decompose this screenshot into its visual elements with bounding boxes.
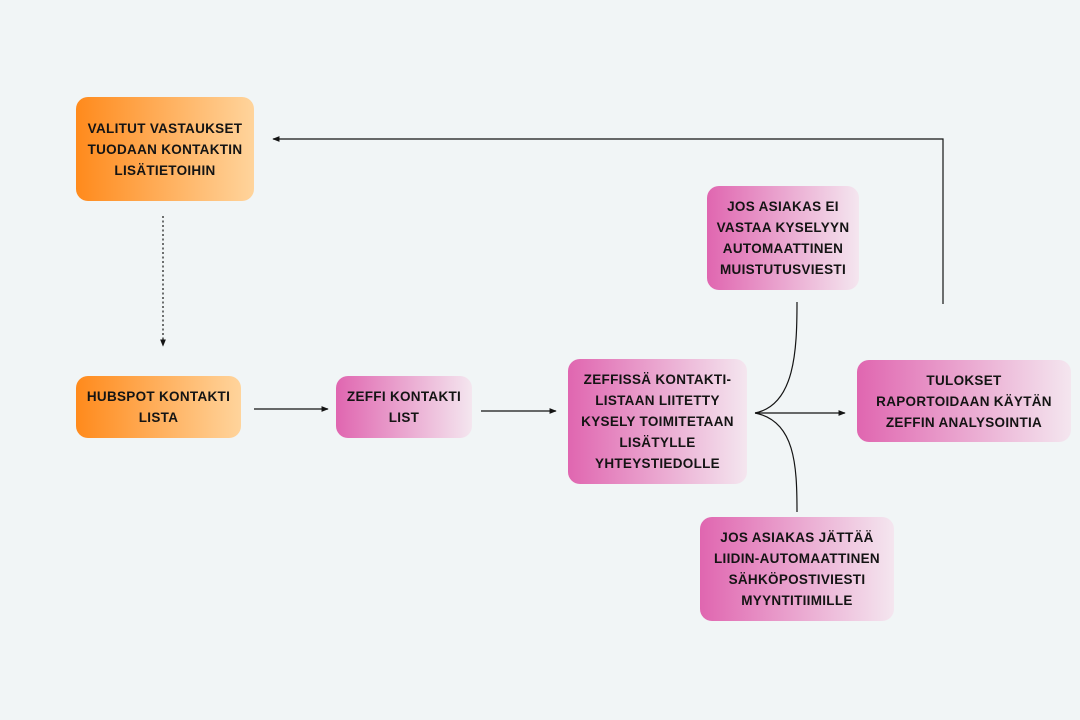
node-label: VALITUT VASTAUKSET TUODAAN KONTAKTIN LIS… (87, 120, 243, 178)
node-label: JOS ASIAKAS EI VASTAA KYSELYYN AUTOMAATT… (716, 199, 850, 277)
node-valitut-vastaukset: VALITUT VASTAUKSET TUODAAN KONTAKTIN LIS… (76, 97, 254, 201)
node-zeffi-kontakti-list: ZEFFI KONTAKTI LIST (336, 376, 472, 438)
node-tulokset-raportoidaan: TULOKSET RAPORTOIDAAN KÄYTÄN ZEFFIN ANAL… (857, 360, 1071, 442)
node-label: JOS ASIAKAS JÄTTÄÄ LIIDIN-AUTOMAATTINEN … (714, 530, 880, 608)
node-liidi-sahkoposti: JOS ASIAKAS JÄTTÄÄ LIIDIN-AUTOMAATTINEN … (700, 517, 894, 621)
node-label: ZEFFI KONTAKTI LIST (346, 389, 462, 425)
feedback-loop-arrow (272, 136, 944, 304)
curve-to-liidi (754, 412, 798, 513)
node-muistutusviesti: JOS ASIAKAS EI VASTAA KYSELYYN AUTOMAATT… (707, 186, 859, 290)
node-label: ZEFFISSÄ KONTAKTI-LISTAAN LIITETTY KYSEL… (581, 372, 734, 471)
node-zeffissa-kysely: ZEFFISSÄ KONTAKTI-LISTAAN LIITETTY KYSEL… (568, 359, 747, 484)
curve-to-muistutus (754, 301, 798, 414)
node-label: TULOKSET RAPORTOIDAAN KÄYTÄN ZEFFIN ANAL… (876, 372, 1052, 430)
node-hubspot-kontakti-lista: HUBSPOT KONTAKTI LISTA (76, 376, 241, 438)
node-label: HUBSPOT KONTAKTI LISTA (86, 389, 231, 425)
